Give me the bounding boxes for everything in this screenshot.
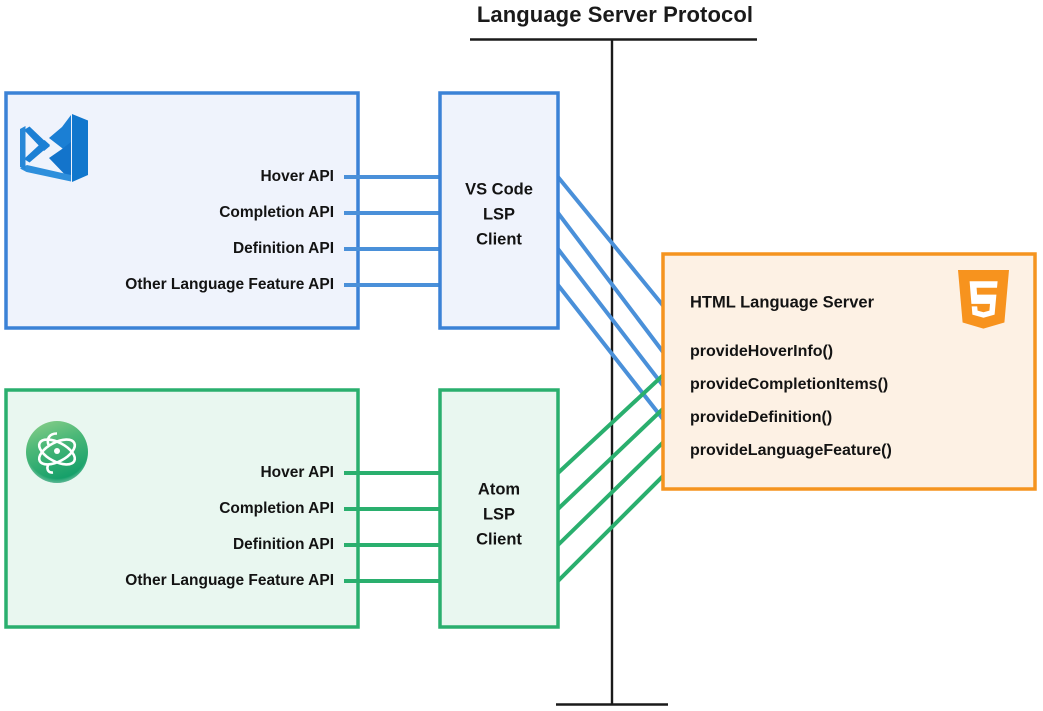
atom-lsp-client-box [438, 388, 560, 629]
vscode-client-line-1: VS Code [465, 180, 533, 199]
vscode-editor-panel [4, 91, 360, 330]
html-language-server-heading: HTML Language Server [690, 293, 874, 312]
vscode-api-label-completion: Completion API [219, 204, 334, 221]
atom-api-label-hover: Hover API [260, 464, 334, 481]
vscode-client-line-2: LSP [482, 205, 516, 224]
vscode-api-label-hover: Hover API [260, 168, 334, 185]
vscode-lsp-client-title: VS Code LSP Client [440, 178, 558, 253]
atom-api-connectors [344, 471, 442, 583]
vscode-client-line-3: Client [476, 230, 522, 249]
atom-client-line-3: Client [476, 530, 522, 549]
atom-api-label-definition: Definition API [232, 536, 334, 553]
atom-api-label-completion: Completion API [219, 500, 334, 517]
atom-editor-panel [4, 388, 360, 629]
vscode-api-label-definition: Definition API [232, 240, 334, 257]
server-method-provide-language-feature: provideLanguageFeature() [690, 442, 892, 459]
server-method-provide-definition: provideDefinition() [690, 409, 833, 426]
diagram-title: Language Server Protocol [476, 2, 754, 27]
vscode-api-label-other: Other Language Feature API [125, 276, 334, 293]
vscode-lsp-client-box [438, 91, 560, 330]
vscode-logo-icon [20, 114, 88, 182]
lsp-boundary-line [470, 38, 757, 706]
server-method-provide-hover-info: provideHoverInfo() [690, 343, 834, 360]
atom-lsp-client-title: Atom LSP Client [440, 478, 558, 553]
vscode-api-connectors [344, 175, 442, 287]
atom-api-label-other: Other Language Feature API [125, 572, 334, 589]
atom-client-line-2: LSP [482, 505, 516, 524]
server-method-provide-completion-items: provideCompletionItems() [690, 376, 889, 393]
atom-logo-icon [26, 421, 88, 483]
atom-client-line-1: Atom [477, 480, 521, 499]
html5-logo-icon [958, 270, 1009, 329]
